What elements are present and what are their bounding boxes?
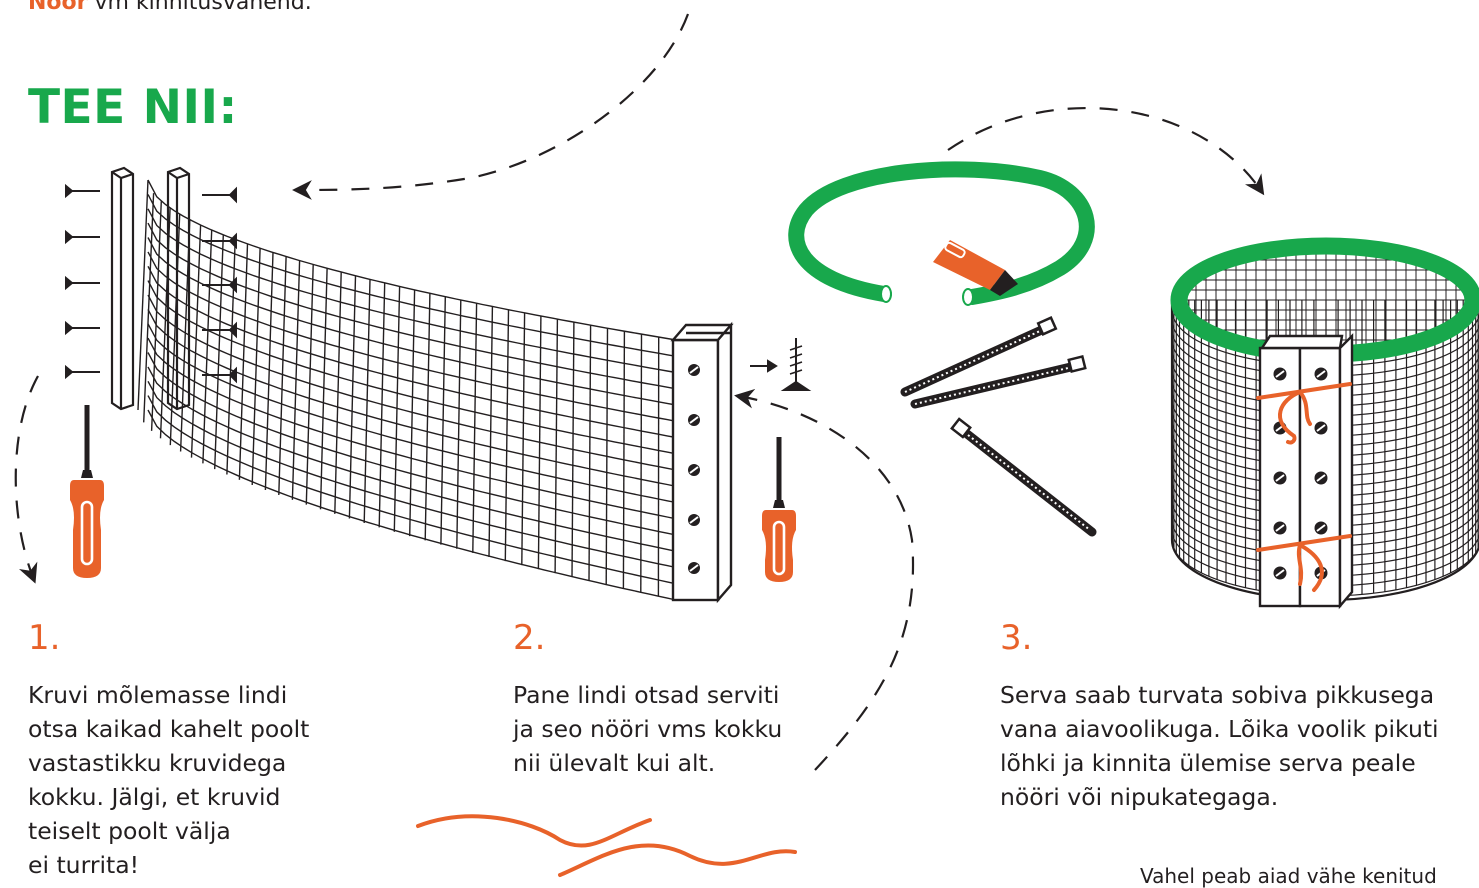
cable-tie-icon <box>905 318 1056 392</box>
step-text-1: Kruvi mõlemasse lindi otsa kaikad kahelt… <box>28 678 358 882</box>
mesh-line <box>641 334 642 592</box>
mesh-line <box>589 325 591 581</box>
wooden-slat-icon <box>1260 336 1352 606</box>
screw-icon <box>66 232 100 242</box>
string-icon <box>418 816 795 875</box>
wooden-slat-icon <box>112 168 133 409</box>
screw-icon <box>202 189 236 201</box>
step-text-2: Pane lindi otsad serviti ja seo nööri vm… <box>513 678 833 780</box>
screw-icon <box>202 279 236 291</box>
step-text-3: Serva saab turvata sobiva pikkusega vana… <box>1000 678 1478 814</box>
screw-icon <box>66 278 100 288</box>
cable-tie-icon <box>952 419 1092 532</box>
mesh-line <box>138 180 148 410</box>
mesh-line <box>148 223 676 389</box>
screw-icon <box>688 514 700 526</box>
screw-icon <box>688 464 700 476</box>
mesh-line <box>606 328 607 585</box>
footer-cut-text: Vahel peab aiad vähe kenitud <box>1140 866 1437 886</box>
screw-icon <box>688 562 700 574</box>
mesh-line <box>148 180 676 340</box>
mesh-line <box>148 194 676 356</box>
dashed-arrows <box>16 14 1262 770</box>
screwdriver-icon <box>70 405 104 578</box>
step-number-2: 2. <box>513 621 545 655</box>
screw-icon <box>202 235 236 247</box>
screw-icon <box>750 338 808 390</box>
wooden-slat-icon <box>673 325 731 600</box>
screw-icon <box>688 364 700 376</box>
screwdriver-icon <box>762 437 796 582</box>
dashed-arrow-icon <box>948 108 1262 192</box>
dashed-arrow-icon <box>16 376 38 580</box>
step-number-1: 1. <box>28 621 60 655</box>
screw-icon <box>688 414 700 426</box>
mesh-line <box>148 238 676 406</box>
utility-knife-icon <box>933 240 1018 296</box>
mesh-line <box>572 322 574 577</box>
mesh-line <box>148 209 676 373</box>
dashed-arrow-icon <box>296 14 688 190</box>
screw-icon <box>66 323 100 333</box>
mesh-line <box>623 331 624 588</box>
step-number-3: 3. <box>1000 621 1032 655</box>
screw-icon <box>66 367 100 377</box>
garden-hose-icon <box>796 169 1087 305</box>
screw-icon <box>66 186 100 196</box>
mesh-cylinder-icon <box>1172 244 1479 606</box>
wire-mesh-icon <box>138 180 676 600</box>
